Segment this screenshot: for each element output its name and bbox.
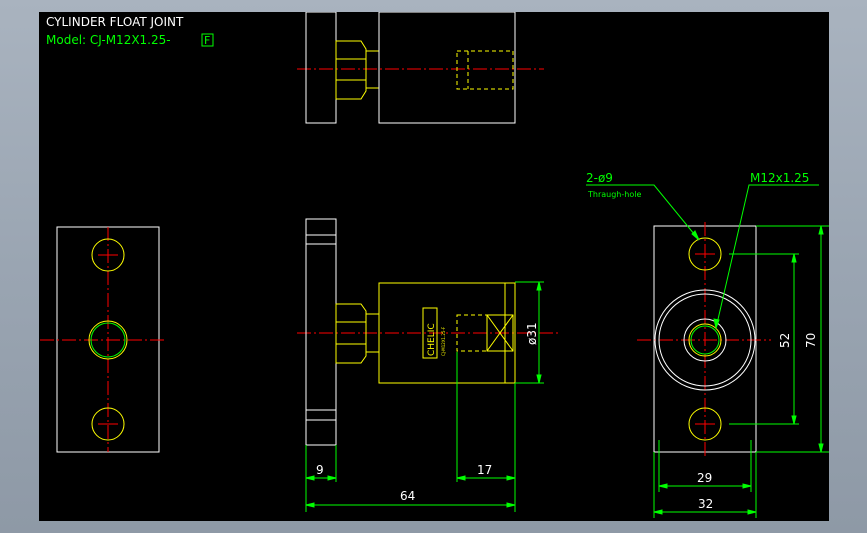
dim-flange-height: 70 <box>804 333 818 348</box>
dim-hole-spacing-inner: 52 <box>778 333 792 348</box>
side-view: CHELIC CJ-M12X1.25-F <box>297 218 559 446</box>
top-flange <box>305 12 337 124</box>
side-hex-nut <box>335 303 367 364</box>
dim-flange-width: 32 <box>698 497 713 511</box>
dim-hole-span: 29 <box>697 471 712 485</box>
side-view-dimensions <box>305 281 544 512</box>
side-flange <box>305 218 337 446</box>
model-suffix: F <box>204 34 210 47</box>
brand-text: CHELIC <box>427 323 437 356</box>
left-bottom-hole <box>91 407 125 441</box>
callout-holes: 2-ø9 <box>586 171 613 185</box>
holes-leader <box>586 184 700 241</box>
top-body <box>378 12 516 124</box>
top-hex-nut <box>335 40 367 100</box>
right-thread <box>688 323 722 357</box>
right-top-hole <box>688 237 722 271</box>
model-label: Model: CJ-M12X1.25- <box>46 33 171 47</box>
model-suffix-box <box>201 33 214 47</box>
top-thread-hidden <box>456 50 514 90</box>
left-view <box>40 226 165 453</box>
left-top-hole <box>91 238 125 272</box>
right-view <box>637 222 771 456</box>
left-center-hole <box>88 320 128 360</box>
brand-subtext: CJ-M12X1.25-F <box>441 326 446 356</box>
dim-flange-thickness: 9 <box>316 463 324 477</box>
right-body-outline <box>654 289 756 391</box>
right-bottom-hole <box>688 407 722 441</box>
dim-overall-length: 64 <box>400 489 415 503</box>
thread-leader <box>715 184 819 329</box>
callout-thread: M12x1.25 <box>750 171 809 185</box>
brand-label: CHELIC CJ-M12X1.25-F <box>422 307 446 359</box>
drawing-title: CYLINDER FLOAT JOINT <box>46 15 184 29</box>
right-view-dimensions <box>586 184 829 518</box>
top-view <box>297 12 544 124</box>
dim-thread-depth: 17 <box>477 463 492 477</box>
callout-holes-note: Thraugh-hole <box>587 190 641 199</box>
dim-body-diameter: ø31 <box>525 322 539 345</box>
drawing-canvas: CYLINDER FLOAT JOINT Model: CJ-M12X1.25-… <box>39 12 829 521</box>
cad-drawing: CYLINDER FLOAT JOINT Model: CJ-M12X1.25-… <box>40 12 829 518</box>
side-body <box>378 282 516 384</box>
right-bore <box>683 318 727 362</box>
